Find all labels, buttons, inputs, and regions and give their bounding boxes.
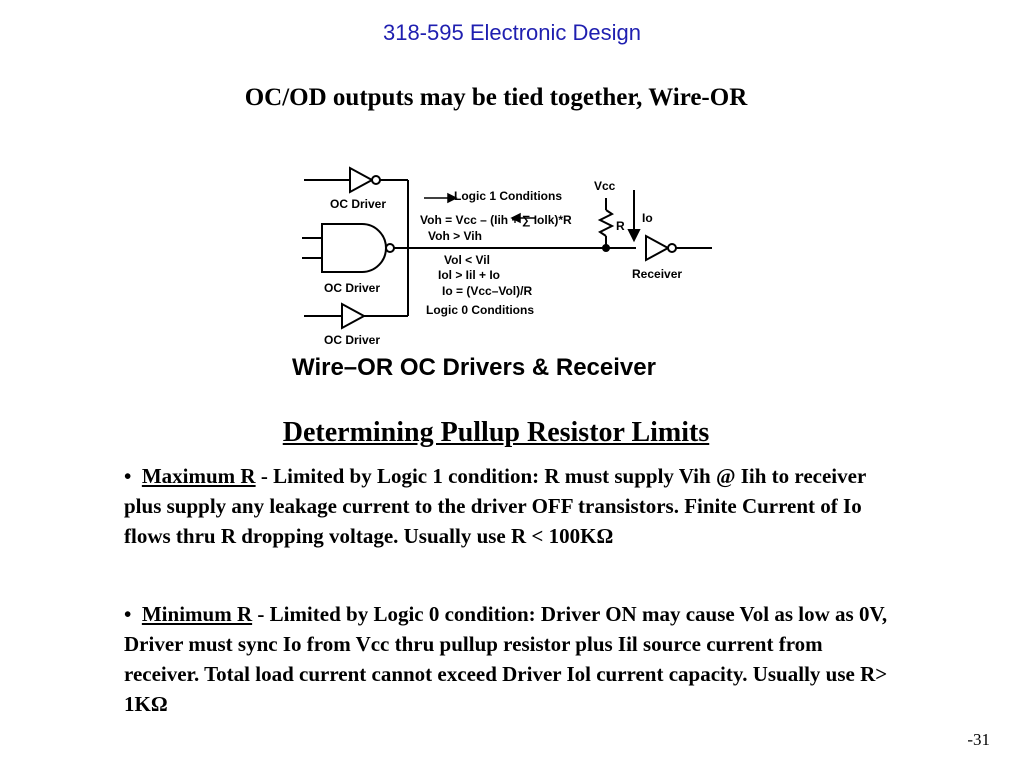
bullet-marker: • <box>124 464 132 488</box>
driver-label-middle: OC Driver <box>324 281 380 295</box>
wire-or-bus <box>407 180 636 316</box>
receiver-gate <box>645 234 712 262</box>
driver-label-top: OC Driver <box>330 197 386 211</box>
current-direction-arrows <box>424 192 536 224</box>
logic1-eq1: Voh = Vcc – (Iih + ∑ Iolk)*R <box>420 213 572 227</box>
vcc-label: Vcc <box>594 179 616 193</box>
receiver-label: Receiver <box>632 267 682 281</box>
resistor-label: R <box>616 219 625 233</box>
bullet-text: - Limited by Logic 1 condition: R must s… <box>124 464 866 548</box>
current-label: Io <box>642 211 653 225</box>
course-title: 318-595 Electronic Design <box>382 20 642 45</box>
driver-label-bottom: OC Driver <box>324 333 380 347</box>
bullet-maximum-r: • Maximum R - Limited by Logic 1 conditi… <box>124 461 894 551</box>
pullup-resistor <box>597 198 615 248</box>
io-current-arrow <box>627 190 641 243</box>
wire-or-diagram: OC Driver OC Driver OC Driver <box>288 160 728 390</box>
logic1-heading: Logic 1 Conditions <box>454 189 562 203</box>
top-buffer-gate <box>304 166 408 194</box>
logic0-heading: Logic 0 Conditions <box>426 303 534 317</box>
bullet-text: - Limited by Logic 0 condition: Driver O… <box>124 602 888 716</box>
logic0-eq1: Vol < Vil <box>444 253 490 267</box>
bullet-minimum-r: • Minimum R - Limited by Logic 0 conditi… <box>124 599 894 719</box>
slide-subtitle: OC/OD outputs may be tied together, Wire… <box>244 84 748 111</box>
bullet-term: Minimum R <box>141 602 253 626</box>
logic0-eq3: Io = (Vcc–Vol)/R <box>442 284 532 298</box>
page-number: -31 <box>967 730 990 749</box>
diagram-caption: Wire–OR OC Drivers & Receiver <box>292 354 656 381</box>
bullet-marker: • <box>124 602 132 626</box>
bullet-term: Maximum R <box>141 464 256 488</box>
section-title: Determining Pullup Resistor Limits <box>282 417 710 448</box>
logic1-eq2: Voh > Vih <box>428 229 482 243</box>
logic0-eq2: Iol > Iil + Io <box>438 268 500 282</box>
nand-gate <box>302 223 408 273</box>
bottom-buffer-gate <box>304 302 408 330</box>
